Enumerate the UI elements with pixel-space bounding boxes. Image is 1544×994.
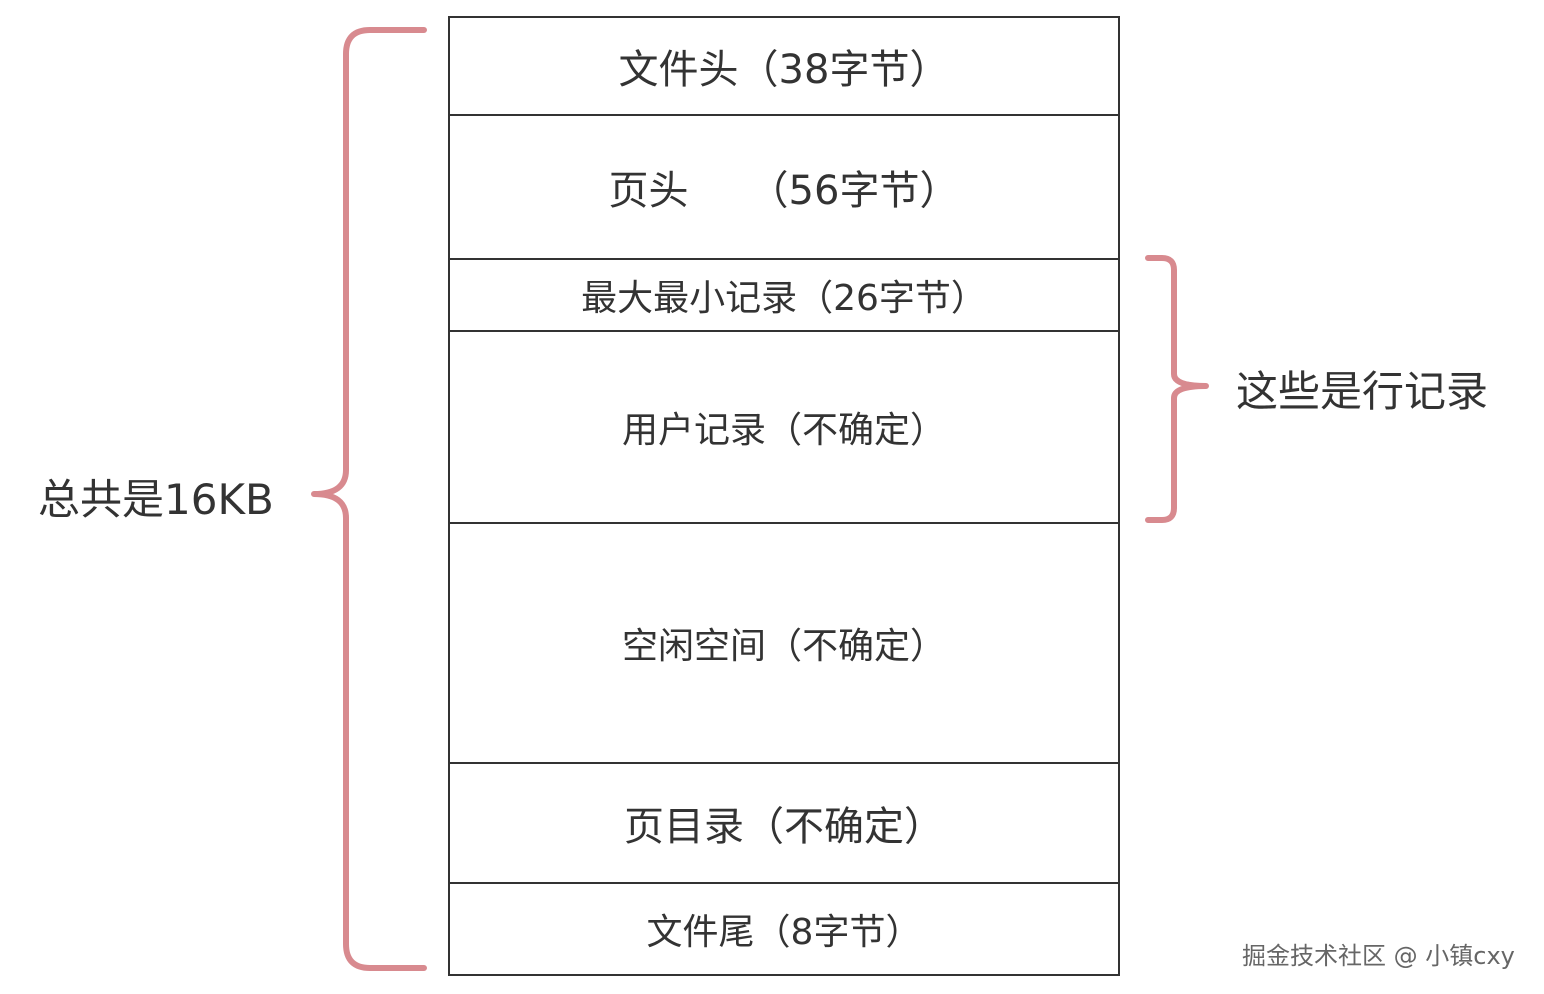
total-brace: [311, 27, 427, 971]
watermark: 掘金技术社区 @ 小镇cxy: [1242, 942, 1515, 970]
section-size: （38字节）: [738, 47, 950, 93]
section-size: （不确定）: [766, 410, 947, 451]
section-name: 文件尾: [646, 912, 755, 953]
section-name: 用户记录: [621, 410, 766, 451]
section-file-header: 文件头（38字节）: [450, 18, 1118, 114]
page-structure-box: 文件头（38字节） 页头（56字节） 最大最小记录（26字节） 用户记录（不确定…: [448, 16, 1120, 976]
section-name: 页头: [608, 168, 689, 214]
section-name: 空闲空间: [621, 626, 766, 667]
section-file-trailer: 文件尾（8字节）: [450, 882, 1118, 974]
total-size-label: 总共是16KB: [38, 475, 274, 524]
section-name: 页目录: [624, 804, 744, 850]
section-infimum-supremum: 最大最小记录（26字节）: [450, 258, 1118, 330]
rows-brace: [1145, 255, 1209, 523]
section-size: （26字节）: [797, 278, 987, 319]
section-name: 文件头: [618, 47, 739, 93]
section-size: （8字节）: [754, 912, 922, 953]
section-page-header: 页头 （56字节）: [450, 114, 1118, 258]
section-name: 最大最小记录: [581, 278, 798, 319]
section-page-directory: 页目录（不确定）: [450, 762, 1118, 882]
row-records-label: 这些是行记录: [1236, 367, 1489, 416]
section-size: （56字节）: [748, 168, 960, 214]
section-free-space: 空闲空间（不确定）: [450, 522, 1118, 762]
section-size: （不确定）: [766, 626, 947, 667]
section-user-records: 用户记录（不确定）: [450, 330, 1118, 522]
section-size: （不确定）: [744, 804, 944, 850]
